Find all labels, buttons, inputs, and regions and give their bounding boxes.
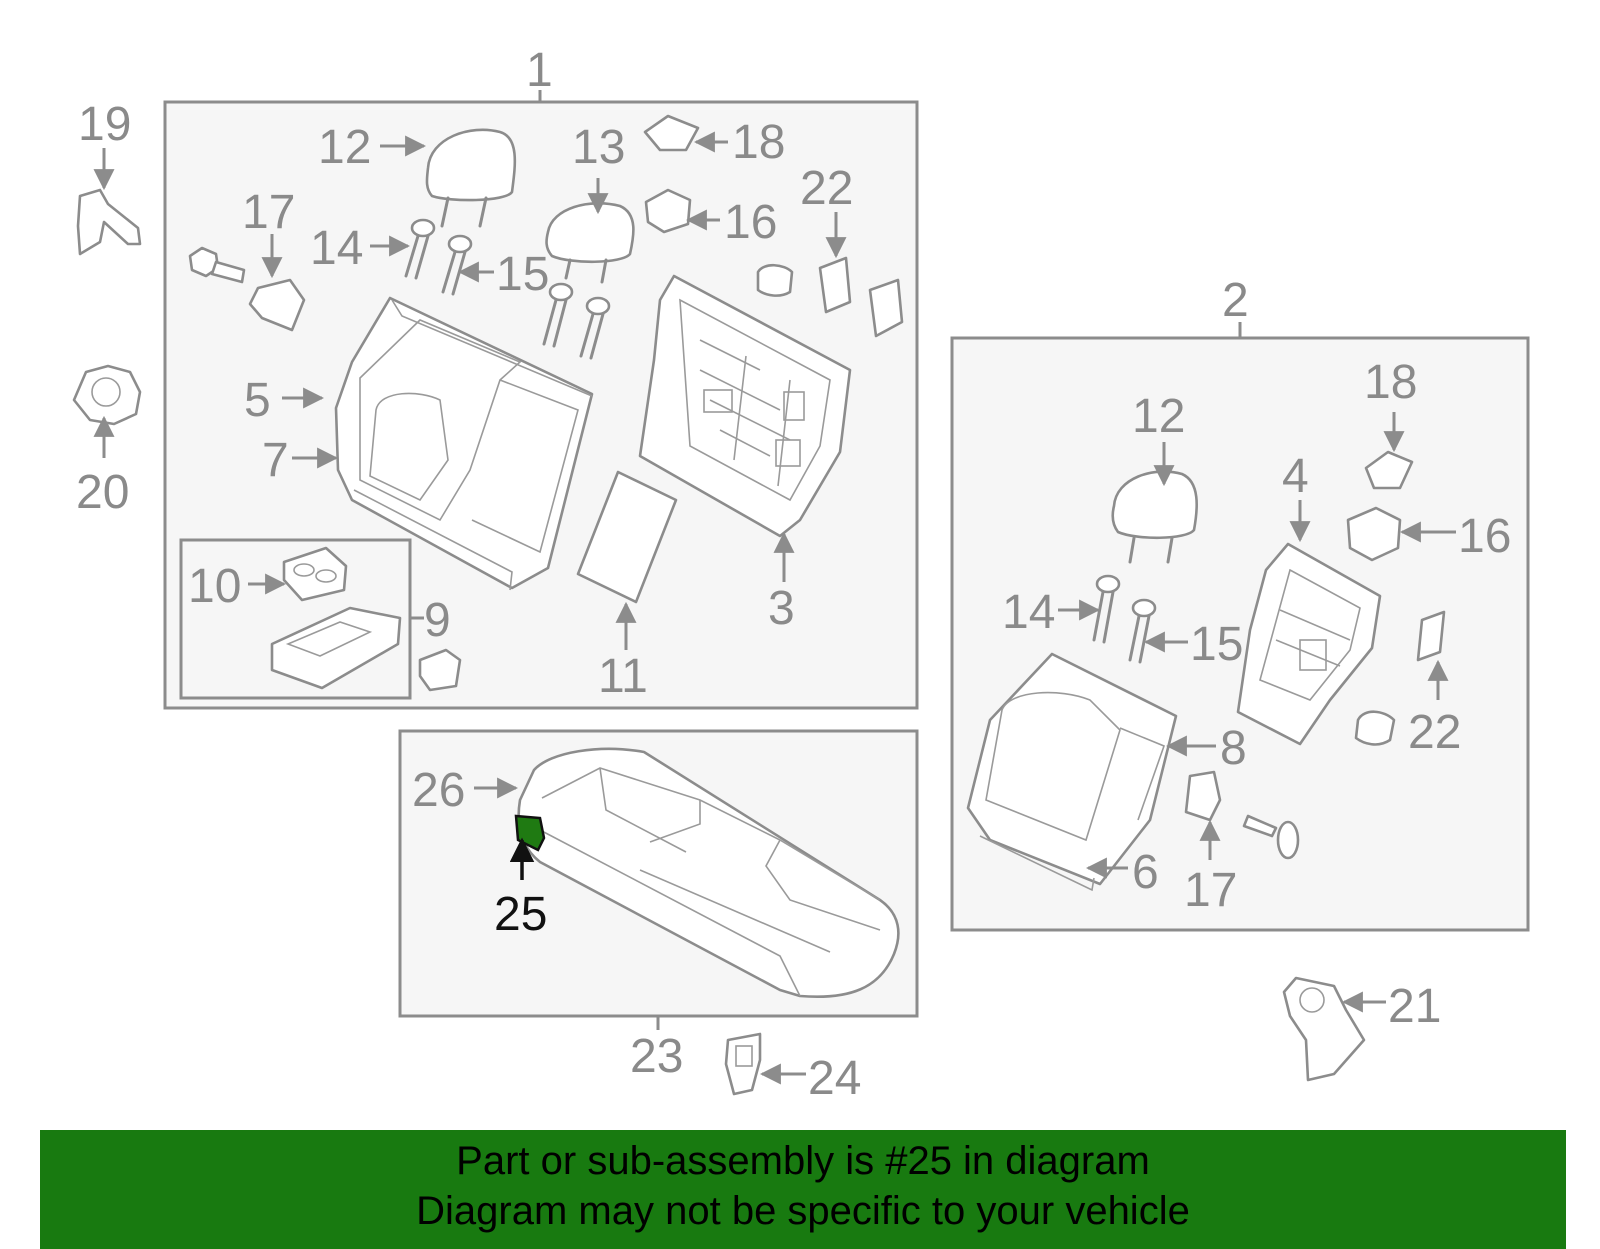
cap-icon bbox=[756, 263, 794, 297]
clip-18-icon bbox=[643, 114, 700, 152]
latch-20-icon bbox=[72, 364, 142, 426]
callout-10: 10 bbox=[188, 560, 241, 613]
cap-22b-icon bbox=[1354, 710, 1396, 746]
armrest-9-icon bbox=[270, 606, 402, 690]
latch-cover-22b-icon bbox=[1416, 610, 1446, 662]
headrest-12b-icon bbox=[1111, 470, 1198, 564]
callout-25: 25 bbox=[494, 888, 547, 941]
callout-23: 23 bbox=[630, 1030, 683, 1083]
callout-16-right: 16 bbox=[1458, 510, 1511, 563]
latch-cover-22-icon bbox=[818, 256, 852, 314]
bolt-17-icon bbox=[188, 246, 246, 284]
callout-26: 26 bbox=[412, 764, 465, 817]
bracket-17-icon bbox=[248, 278, 306, 332]
callout-2: 2 bbox=[1222, 274, 1249, 327]
bracket-17b-icon bbox=[1184, 770, 1222, 822]
clip-18b-icon bbox=[1364, 450, 1414, 490]
callout-9: 9 bbox=[424, 594, 451, 647]
seat-back-icon bbox=[334, 296, 594, 591]
callout-18-right: 18 bbox=[1364, 356, 1417, 409]
callout-24: 24 bbox=[808, 1052, 861, 1105]
callout-17-left: 17 bbox=[242, 186, 295, 239]
callout-22-right: 22 bbox=[1408, 706, 1461, 759]
callout-4: 4 bbox=[1282, 450, 1309, 503]
cap-9-icon bbox=[418, 648, 462, 692]
headrest-12-icon bbox=[425, 128, 517, 228]
callout-17-right: 17 bbox=[1184, 864, 1237, 917]
seat-frame-4-icon bbox=[1236, 542, 1382, 746]
callout-8: 8 bbox=[1220, 722, 1247, 775]
clip-24-icon bbox=[724, 1032, 762, 1096]
parts-diagram: 1 12 13 18 19 16 22 17 14 15 5 20 7 3 11… bbox=[72, 44, 1530, 1105]
screw-icon bbox=[1242, 814, 1300, 860]
callout-20: 20 bbox=[76, 466, 129, 519]
callout-7: 7 bbox=[262, 434, 289, 487]
callout-14-left: 14 bbox=[310, 222, 363, 275]
guide-pair-icon bbox=[542, 282, 611, 360]
cover-16b-icon bbox=[1346, 506, 1402, 562]
callout-13: 13 bbox=[572, 121, 625, 174]
guide-14-icon bbox=[404, 218, 436, 280]
banner-line-disclaimer: Diagram may not be specific to your vehi… bbox=[416, 1189, 1190, 1233]
trim-icon bbox=[868, 278, 904, 338]
callout-16-left: 16 bbox=[724, 196, 777, 249]
seat-back-8-icon bbox=[966, 652, 1178, 892]
callout-21: 21 bbox=[1388, 980, 1441, 1033]
callout-11: 11 bbox=[598, 650, 648, 703]
callout-12-right: 12 bbox=[1132, 390, 1185, 443]
latch-21-icon bbox=[1282, 976, 1366, 1082]
callout-5: 5 bbox=[244, 374, 271, 427]
callout-22-left: 22 bbox=[800, 162, 853, 215]
leader-arrows bbox=[93, 131, 1456, 1085]
callout-14-right: 14 bbox=[1002, 586, 1055, 639]
hinge-19-icon bbox=[76, 188, 142, 256]
banner-line-part: Part or sub-assembly is #25 in diagram bbox=[456, 1139, 1150, 1183]
callout-18-left: 18 bbox=[732, 116, 785, 169]
info-banner: Part or sub-assembly is #25 in diagram D… bbox=[40, 1130, 1566, 1249]
callout-1: 1 bbox=[526, 44, 553, 97]
callout-19: 19 bbox=[78, 98, 131, 151]
callout-15-right: 15 bbox=[1190, 618, 1243, 671]
callout-15-left: 15 bbox=[496, 248, 549, 301]
callout-3: 3 bbox=[768, 582, 795, 635]
callout-6: 6 bbox=[1132, 846, 1159, 899]
headrest-13-icon bbox=[545, 202, 635, 284]
callout-12-left: 12 bbox=[318, 121, 371, 174]
